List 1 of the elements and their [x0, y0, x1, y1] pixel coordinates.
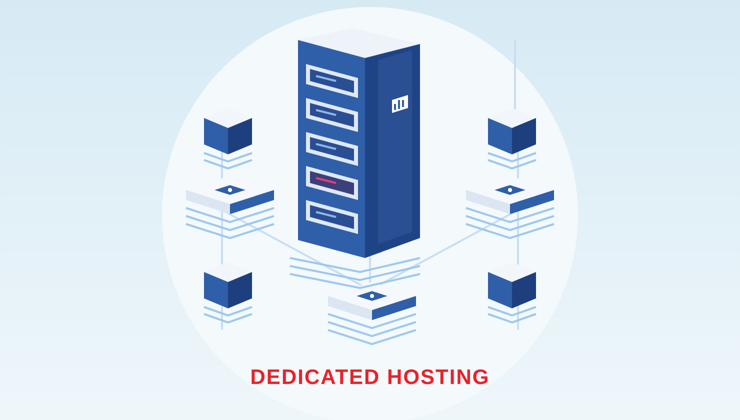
title-text: DEDICATED HOSTING	[250, 366, 490, 389]
